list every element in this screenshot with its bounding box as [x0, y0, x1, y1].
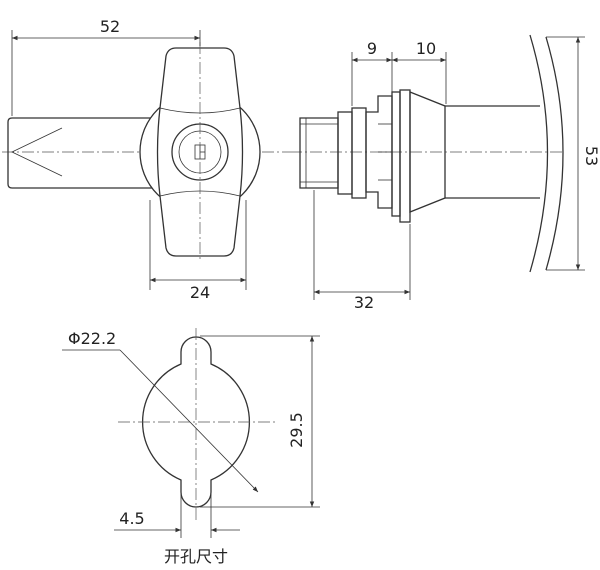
- dim-hole-diameter: Φ22.2: [68, 329, 116, 348]
- front-view: 52 24: [2, 17, 290, 302]
- flange: [399, 89, 411, 223]
- spacer: [351, 107, 367, 199]
- dim-spacer-width: 9: [367, 39, 377, 58]
- cutout-outline: [142, 336, 250, 508]
- dim-panel-height: 53: [582, 146, 600, 166]
- side-view: 9 10 32 53: [290, 34, 600, 312]
- barrel: [445, 105, 540, 199]
- handle-lever: [7, 117, 176, 189]
- dim-tab-width: 4.5: [119, 509, 144, 528]
- dim-hole-height: 29.5: [287, 412, 306, 448]
- dim-handle-length: 52: [100, 17, 120, 36]
- threaded-shaft: [337, 111, 353, 195]
- dim-handle-width: 24: [190, 283, 210, 302]
- cutout-caption: 开孔尺寸: [164, 547, 228, 566]
- dim-nut-width: 10: [416, 39, 436, 58]
- cutout-view: Φ22.2 29.5 4.5 开孔尺寸: [62, 328, 320, 566]
- dim-body-length: 32: [354, 293, 374, 312]
- washer: [391, 91, 401, 217]
- door-panel: [529, 34, 564, 273]
